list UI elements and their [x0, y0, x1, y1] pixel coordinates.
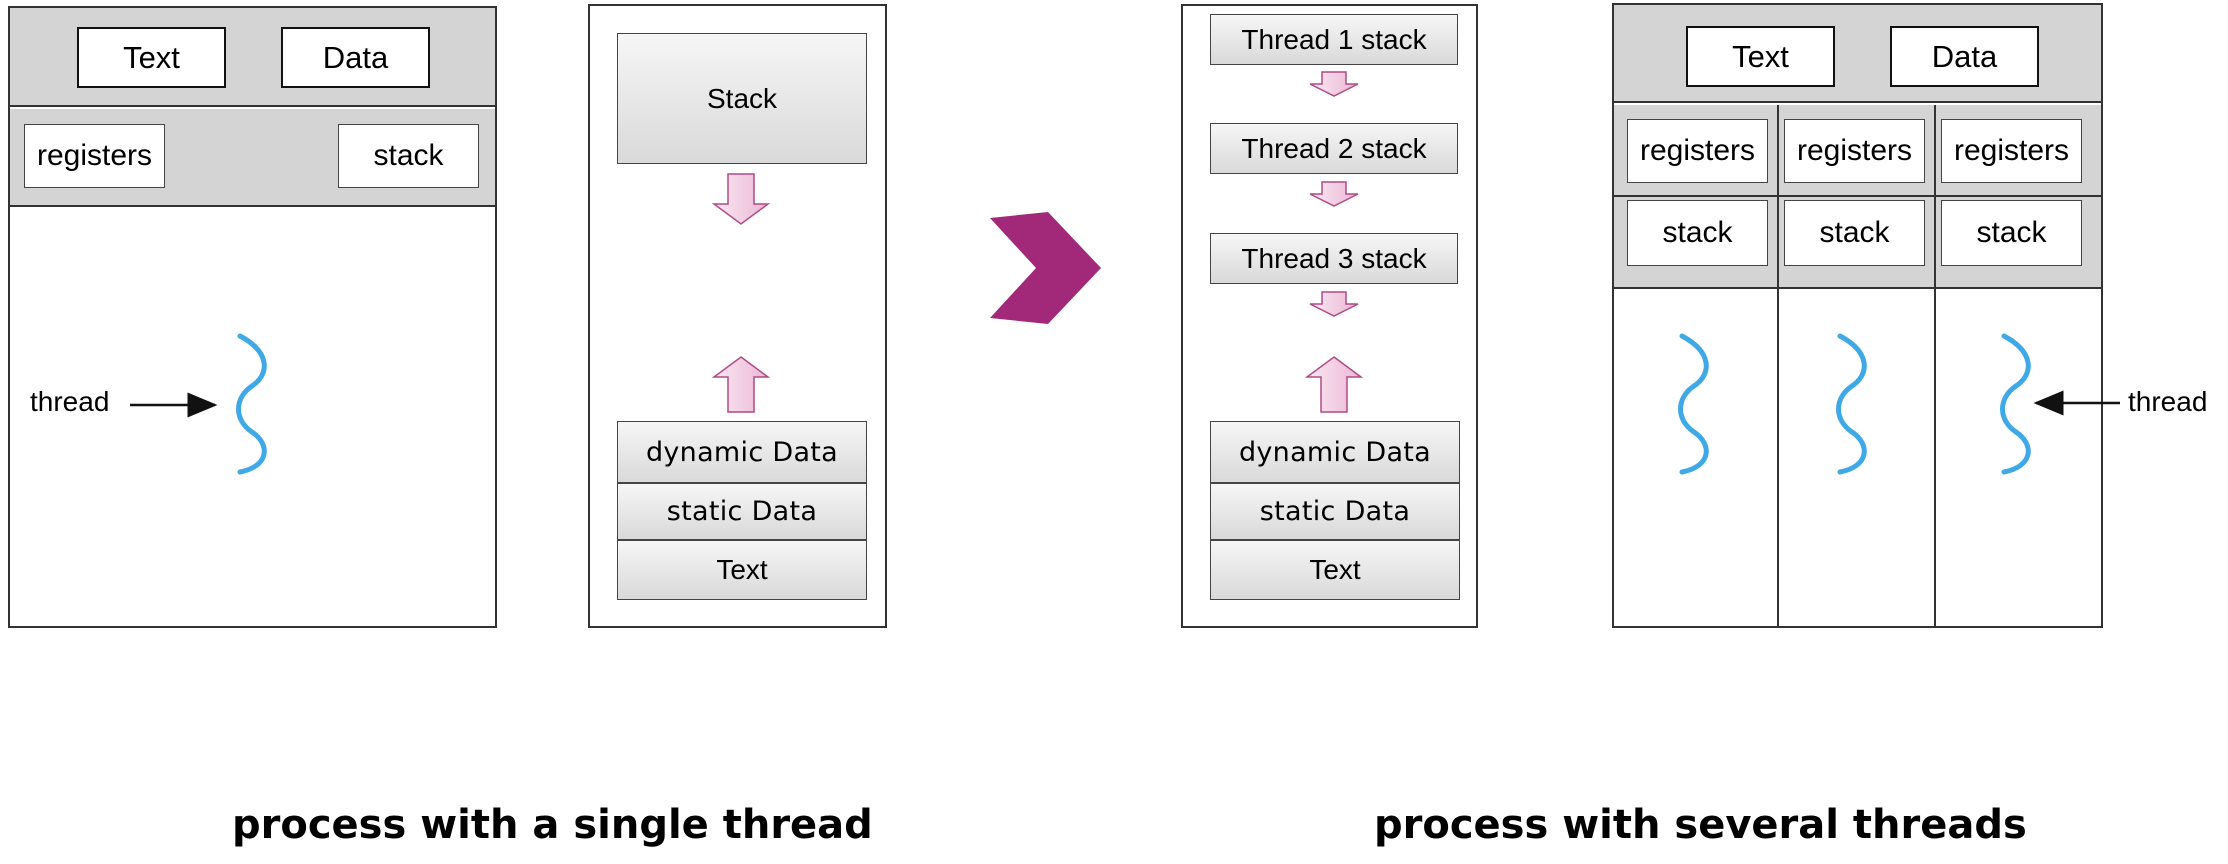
- single-registers-box: registers: [24, 124, 165, 188]
- single-thread-label: thread: [30, 386, 110, 417]
- thread-2-stack-down-arrow-icon: [1309, 181, 1359, 207]
- column-divider-1: [1777, 105, 1779, 626]
- multi-data-box: Data: [1890, 26, 2039, 87]
- single-thread-wave-icon: [236, 333, 267, 475]
- heap-grows-up-arrow-icon: [711, 356, 771, 413]
- single-static-data-segment: static Data: [617, 483, 867, 540]
- thread-2-stack-segment: Thread 2 stack: [1210, 123, 1458, 174]
- single-text-segment: Text: [617, 540, 867, 600]
- thread-1-registers-box: registers: [1627, 119, 1768, 183]
- multi-thread-caption: process with several threads: [1374, 802, 2027, 848]
- multi-static-data-segment: static Data: [1210, 483, 1460, 540]
- single-dynamic-data-segment: dynamic Data: [617, 421, 867, 483]
- thread-1-wave-icon: [1678, 333, 1709, 475]
- thread-2-registers-box: registers: [1784, 119, 1925, 183]
- thread-3-registers-box: registers: [1941, 119, 2082, 183]
- multi-text-box: Text: [1686, 26, 1835, 87]
- thread-2-wave-icon: [1836, 333, 1867, 475]
- registers-stack-divider: [1614, 195, 2101, 197]
- single-stack-segment: Stack: [617, 33, 867, 164]
- thread-3-wave-icon: [2000, 333, 2031, 475]
- single-data-box: Data: [281, 27, 430, 88]
- multi-thread-label: thread: [2128, 386, 2208, 417]
- multi-text-segment: Text: [1210, 540, 1460, 600]
- column-divider-2: [1934, 105, 1936, 626]
- thread-1-stack-segment: Thread 1 stack: [1210, 14, 1458, 65]
- multi-heap-grows-up-arrow-icon: [1304, 356, 1364, 413]
- multi-dynamic-data-segment: dynamic Data: [1210, 421, 1460, 483]
- transition-arrow-icon: [990, 212, 1101, 324]
- thread-2-stack-box: stack: [1784, 200, 1925, 266]
- thread-3-stack-down-arrow-icon: [1309, 291, 1359, 317]
- single-stack-box: stack: [338, 124, 479, 188]
- thread-3-stack-segment: Thread 3 stack: [1210, 233, 1458, 284]
- single-text-box: Text: [77, 27, 226, 88]
- thread-1-stack-box: stack: [1627, 200, 1768, 266]
- thread-1-stack-down-arrow-icon: [1309, 71, 1359, 97]
- stack-grows-down-arrow-icon: [711, 173, 771, 225]
- thread-3-stack-box: stack: [1941, 200, 2082, 266]
- single-thread-caption: process with a single thread: [232, 802, 873, 848]
